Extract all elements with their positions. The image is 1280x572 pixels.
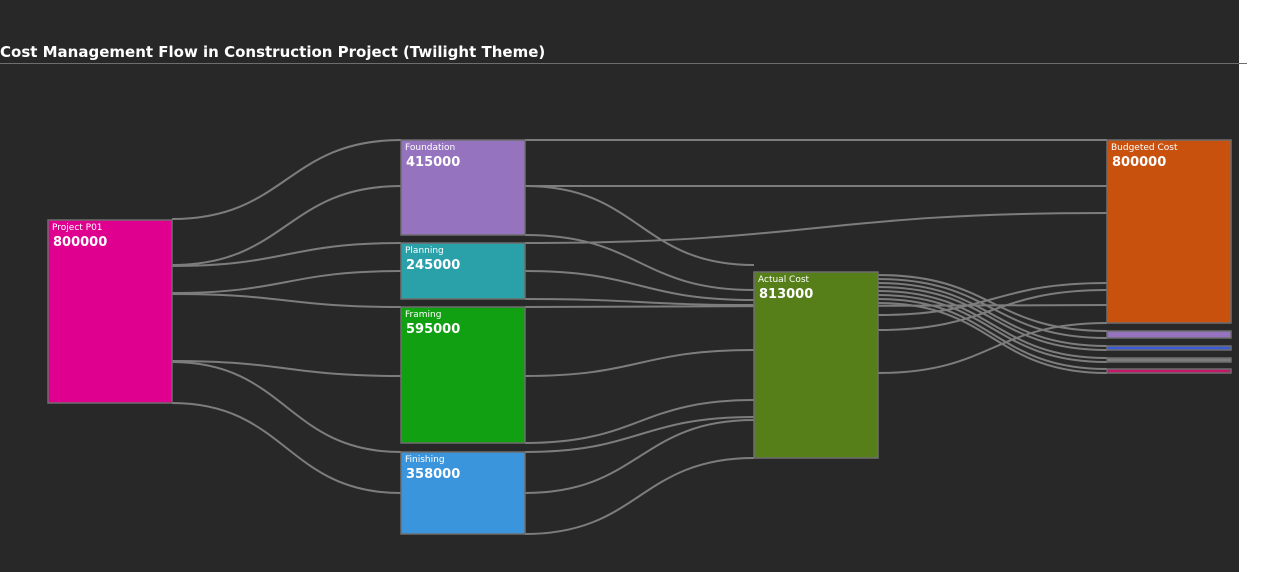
sankey-nodes bbox=[47, 139, 1232, 535]
node-value-project: 800000 bbox=[53, 235, 108, 250]
flow-link-3 bbox=[171, 242, 402, 267]
node-value-actual: 813000 bbox=[759, 287, 814, 302]
node-framing bbox=[400, 306, 526, 444]
flow-link-24 bbox=[877, 322, 1108, 374]
node-value-planning: 245000 bbox=[406, 258, 461, 273]
flow-link-21 bbox=[524, 457, 755, 535]
flow-link-26 bbox=[877, 278, 1108, 339]
flow-link-32 bbox=[877, 302, 1108, 374]
title-divider bbox=[0, 63, 1247, 64]
node-actual bbox=[753, 271, 879, 459]
flow-link-20 bbox=[524, 419, 755, 494]
node-r4 bbox=[1106, 368, 1232, 374]
flow-link-27 bbox=[877, 282, 1108, 347]
flow-link-4 bbox=[171, 270, 402, 294]
node-budgeted bbox=[1106, 139, 1232, 324]
flow-link-2 bbox=[171, 185, 402, 266]
node-value-framing: 595000 bbox=[406, 322, 461, 337]
flow-link-28 bbox=[877, 286, 1108, 351]
flow-link-22 bbox=[877, 282, 1108, 316]
chart-title: Cost Management Flow in Construction Pro… bbox=[0, 43, 546, 61]
flow-link-8 bbox=[171, 402, 402, 494]
flow-link-12 bbox=[524, 234, 755, 291]
node-label-planning: Planning bbox=[405, 246, 444, 256]
flow-link-7 bbox=[171, 361, 402, 453]
node-label-actual: Actual Cost bbox=[758, 275, 810, 285]
node-r1 bbox=[1106, 330, 1232, 339]
node-label-foundation: Foundation bbox=[405, 143, 456, 153]
flow-link-31 bbox=[877, 298, 1108, 370]
flow-link-14 bbox=[524, 270, 755, 301]
flow-link-11 bbox=[524, 185, 755, 266]
node-r3 bbox=[1106, 357, 1232, 363]
node-label-budgeted: Budgeted Cost bbox=[1111, 143, 1178, 153]
sankey-diagram bbox=[47, 138, 1232, 535]
node-label-framing: Framing bbox=[405, 310, 442, 320]
flow-link-13 bbox=[524, 212, 1108, 244]
chart-panel: Cost Management Flow in Construction Pro… bbox=[0, 0, 1247, 572]
flow-link-5 bbox=[171, 293, 402, 308]
flow-link-30 bbox=[877, 294, 1108, 363]
flow-link-1 bbox=[171, 139, 402, 220]
node-value-budgeted: 800000 bbox=[1112, 155, 1167, 170]
node-label-project: Project P01 bbox=[52, 223, 103, 233]
flow-link-29 bbox=[877, 290, 1108, 359]
flow-link-17 bbox=[524, 349, 755, 377]
node-value-foundation: 415000 bbox=[406, 155, 461, 170]
node-r2 bbox=[1106, 345, 1232, 351]
node-project bbox=[47, 219, 173, 404]
flow-link-15 bbox=[524, 298, 755, 306]
node-label-finishing: Finishing bbox=[405, 455, 445, 465]
flow-link-6 bbox=[171, 360, 402, 377]
flow-link-18 bbox=[524, 399, 755, 444]
flow-link-23 bbox=[877, 289, 1108, 331]
flow-link-19 bbox=[524, 416, 755, 453]
sankey-links bbox=[171, 138, 1108, 535]
node-finishing bbox=[400, 451, 526, 535]
flow-link-25 bbox=[877, 274, 1108, 332]
node-foundation bbox=[400, 139, 526, 236]
node-planning bbox=[400, 242, 526, 300]
node-value-finishing: 358000 bbox=[406, 467, 461, 482]
